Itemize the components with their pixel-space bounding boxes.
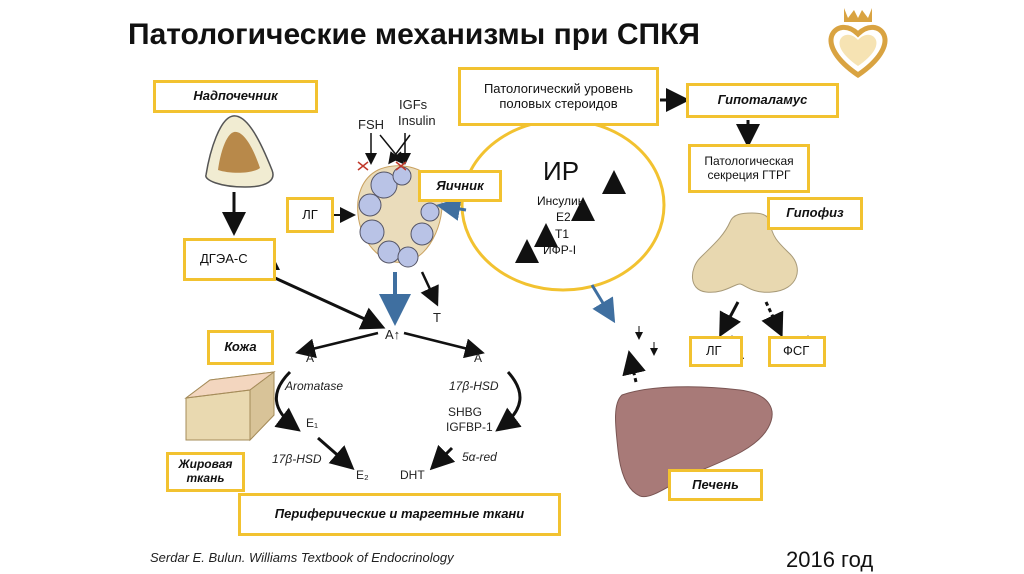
ovary-box: Яичник	[418, 170, 502, 202]
ir-t1: T1	[555, 227, 570, 241]
label-dht: DHT	[400, 468, 425, 482]
skin-box: Кожа	[207, 330, 274, 365]
label-a-right: A	[474, 351, 483, 365]
fat-tissue-box: Жировая ткань	[166, 452, 245, 492]
skin-block-image	[184, 371, 276, 442]
liver-box: Печень	[668, 469, 763, 501]
ir-insulin: Инсулин	[537, 194, 585, 208]
hypothalamus-box: Гипоталамус	[686, 83, 839, 118]
label-t: T	[433, 310, 441, 325]
pituitary-box: Гипофиз	[767, 197, 863, 230]
lh-output-box: ЛГ	[689, 336, 743, 367]
gnrh-box: Патологическая секреция ГТРГ	[688, 144, 810, 193]
adrenal-box: Надпочечник	[153, 80, 318, 113]
label-a-left: A	[306, 351, 315, 365]
ir-e2: E2	[556, 210, 571, 224]
adrenal-gland-image	[205, 115, 274, 188]
page-title: Патологические механизмы при СПКЯ	[128, 18, 700, 51]
lh-input-box: ЛГ	[286, 197, 334, 233]
label-a-center: A↑	[385, 327, 401, 342]
label-aromatase: Aromatase	[285, 379, 344, 393]
label-igfs: IGFs	[399, 97, 428, 112]
ir-igf: ИФР-I	[543, 243, 577, 257]
steroids-box: Патологический уровень половых стероидов	[458, 67, 659, 126]
crown-heart-logo	[828, 8, 888, 79]
liver-image	[615, 386, 773, 498]
pituitary-image	[692, 212, 798, 293]
label-fsh: FSH	[358, 117, 384, 132]
label-5a-red: 5α-red	[462, 450, 497, 464]
label-17bhsd-top: 17β-HSD	[449, 379, 499, 393]
label-igfbp: IGFBP-1	[446, 420, 493, 434]
ir-title: ИР	[543, 156, 580, 186]
label-insulin: Insulin	[398, 113, 436, 128]
peripheral-tissues-box: Периферические и таргетные ткани	[238, 493, 561, 536]
fsh-output-box: ФСГ	[768, 336, 826, 367]
label-e1: E₁	[306, 416, 319, 430]
label-shbg: SHBG	[448, 405, 483, 419]
citation: Serdar E. Bulun. Williams Textbook of En…	[150, 550, 454, 565]
dhea-box: ДГЭА-С	[183, 238, 276, 281]
label-17bhsd-bottom: 17β-HSD	[272, 452, 322, 466]
year: 2016 год	[786, 547, 874, 572]
label-e2: E₂	[356, 468, 369, 482]
